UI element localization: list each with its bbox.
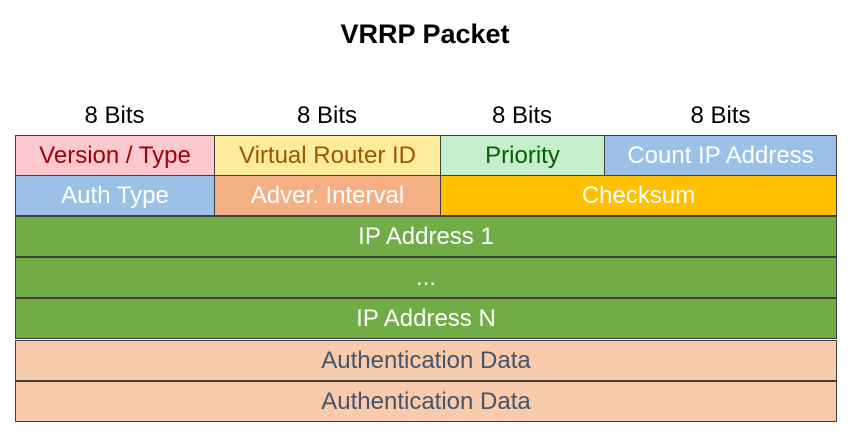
field-ip-address-1: IP Address 1 [15, 216, 837, 257]
field-authentication-data-1: Authentication Data [15, 340, 837, 381]
bits-label-col-2: 8 Bits [296, 102, 358, 129]
bit-width-header: 8 Bits 8 Bits 8 Bits 8 Bits [15, 99, 837, 133]
field-ip-address-ellipsis: ... [15, 257, 837, 298]
bits-label-col-1: 8 Bits [84, 102, 145, 129]
field-authentication-data-2: Authentication Data [15, 381, 837, 422]
bits-label-col-4: 8 Bits [690, 102, 751, 129]
field-checksum: Checksum [440, 175, 837, 216]
field-ip-address-n: IP Address N [15, 298, 837, 339]
diagram-title: VRRP Packet [340, 19, 510, 49]
field-version-type: Version / Type [15, 135, 215, 176]
field-count-ip-address: Count IP Address [604, 135, 837, 176]
field-priority: Priority [440, 135, 605, 176]
bits-label-col-3: 8 Bits [491, 102, 553, 129]
field-adver-interval: Adver. Interval [214, 175, 441, 216]
field-auth-type: Auth Type [15, 175, 215, 216]
field-virtual-router-id: Virtual Router ID [214, 135, 441, 176]
vrrp-packet-table: Version / Type Virtual Router ID Priorit… [15, 135, 837, 422]
